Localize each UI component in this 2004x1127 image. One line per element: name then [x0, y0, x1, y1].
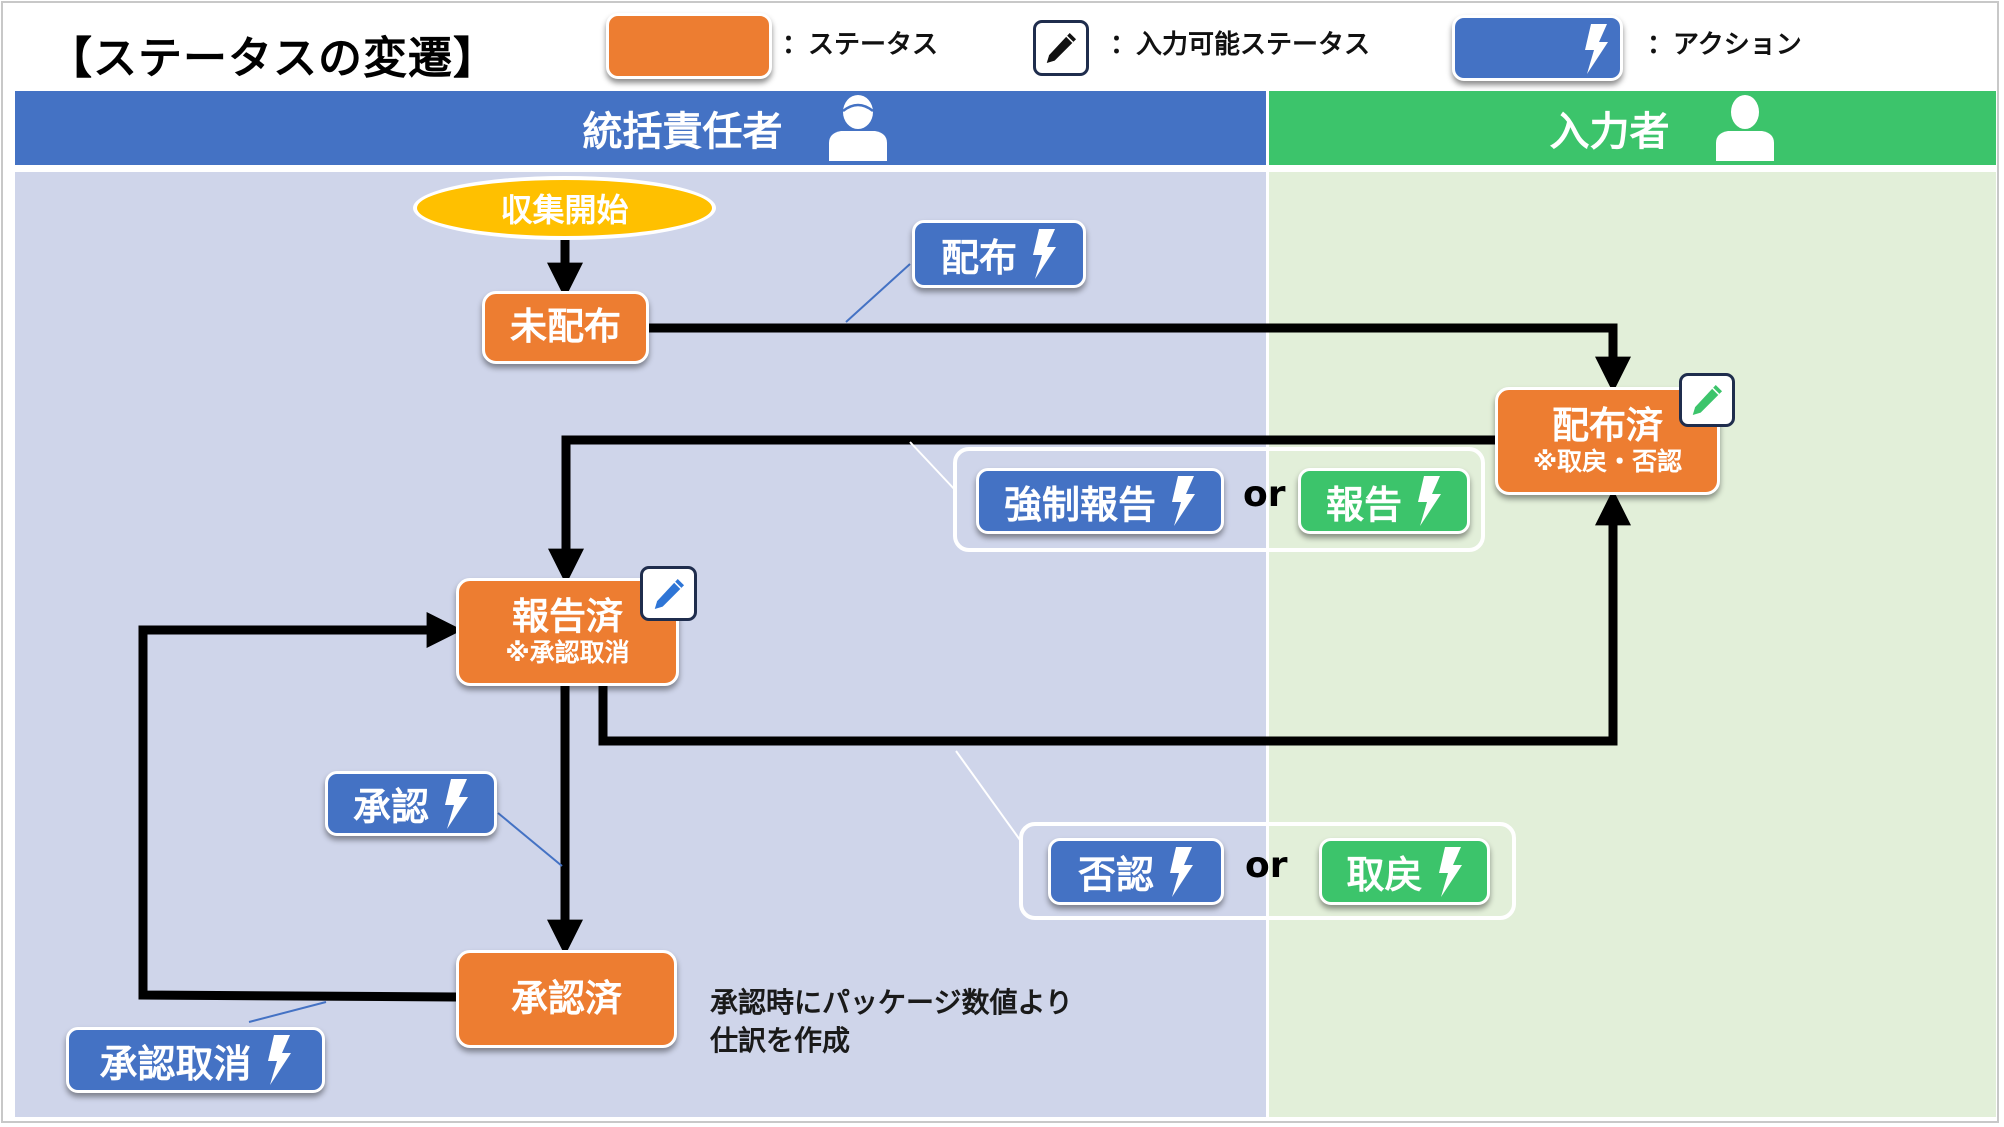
or-label: or — [1245, 845, 1288, 886]
start-node-label: 収集開始 — [500, 191, 629, 229]
legend-editable-label: ：入力可能ステータス — [1110, 30, 1371, 60]
status-undistributed[interactable]: 未配布 — [482, 291, 649, 364]
lane-divider — [1266, 172, 1269, 1117]
lightning-bolt-icon — [1438, 846, 1462, 897]
status-reported-note: ※承認取消 — [505, 638, 630, 668]
lane-header-manager: 統括責任者 — [15, 91, 1266, 165]
pencil-icon — [1692, 384, 1723, 416]
legend-status-label: ：ステータス — [782, 30, 939, 60]
action-report-button[interactable]: 報告 — [1298, 468, 1470, 534]
callout-approve — [497, 812, 563, 867]
manager-person-icon — [828, 95, 887, 161]
action-reject-button[interactable]: 否認 — [1048, 838, 1224, 905]
status-reported-label: 報告済 — [512, 594, 623, 638]
distributed-editable-badge[interactable] — [1679, 373, 1735, 427]
journal-note-line1: 承認時にパッケージ数値より — [710, 986, 1073, 1019]
arrow-distributed-to-reported — [548, 435, 1495, 585]
action-cancel-approval-button[interactable]: 承認取消 — [66, 1027, 325, 1093]
lightning-bolt-icon — [267, 1035, 291, 1085]
diagram-title: 【ステータスの変遷】 — [48, 33, 498, 84]
status-distributed[interactable]: 配布済 ※取戻・否認 — [1495, 387, 1720, 495]
reported-editable-badge[interactable] — [640, 566, 697, 621]
action-force-report-label: 強制報告 — [1003, 482, 1156, 527]
status-distributed-label: 配布済 — [1552, 403, 1663, 447]
pencil-icon — [1046, 32, 1077, 64]
legend-status-swatch — [606, 13, 772, 79]
journal-note-line2: 仕訳を作成 — [710, 1023, 851, 1057]
action-cancel-approval-label: 承認取消 — [99, 1041, 252, 1086]
callout-distribute — [845, 263, 911, 323]
action-report-label: 報告 — [1325, 482, 1402, 527]
action-distribute-button[interactable]: 配布 — [912, 220, 1086, 288]
arrow-reported-to-distributed — [598, 489, 1631, 746]
callout-reject-group — [955, 750, 1021, 841]
legend-editable-badge — [1033, 20, 1089, 76]
lightning-bolt-icon — [1172, 476, 1195, 526]
action-approve-label: 承認 — [352, 785, 429, 829]
or-label: or — [1243, 474, 1286, 515]
action-retrieve-label: 取戻 — [1346, 853, 1423, 897]
action-distribute-label: 配布 — [940, 235, 1017, 280]
action-force-report-button[interactable]: 強制報告 — [976, 468, 1224, 534]
status-distributed-note: ※取戻・否認 — [1532, 447, 1683, 477]
lightning-bolt-icon — [445, 778, 468, 829]
lightning-bolt-icon — [1033, 229, 1056, 279]
status-approved-label: 承認済 — [511, 976, 622, 1020]
action-reject-label: 否認 — [1077, 853, 1154, 897]
status-undistributed-label: 未配布 — [510, 305, 621, 349]
reject-action-group — [1019, 822, 1516, 920]
start-node[interactable]: 収集開始 — [413, 176, 716, 240]
lightning-bolt-icon — [1585, 24, 1608, 74]
lane-header-inputter: 入力者 — [1269, 91, 1996, 165]
legend-action-label: ：アクション — [1647, 30, 1802, 60]
legend-action-swatch — [1452, 15, 1623, 81]
pencil-icon — [654, 578, 684, 609]
journal-note: 承認時にパッケージ数値より 仕訳を作成 — [710, 984, 1073, 1060]
action-approve-button[interactable]: 承認 — [325, 771, 497, 836]
action-retrieve-button[interactable]: 取戻 — [1319, 838, 1490, 905]
arrow-undistributed-to-distributed — [649, 323, 1631, 393]
callout-cancel-approval — [248, 1001, 327, 1023]
callout-report-group — [909, 441, 957, 492]
lane-title-manager: 統括責任者 — [582, 109, 783, 155]
person-icon — [1715, 95, 1774, 161]
report-action-group — [953, 447, 1485, 552]
arrow-approved-to-reported — [138, 612, 463, 1002]
lightning-bolt-icon — [1170, 846, 1193, 897]
lightning-bolt-icon — [1418, 476, 1441, 526]
lane-title-inputter: 入力者 — [1549, 109, 1670, 155]
status-approved[interactable]: 承認済 — [456, 950, 677, 1048]
